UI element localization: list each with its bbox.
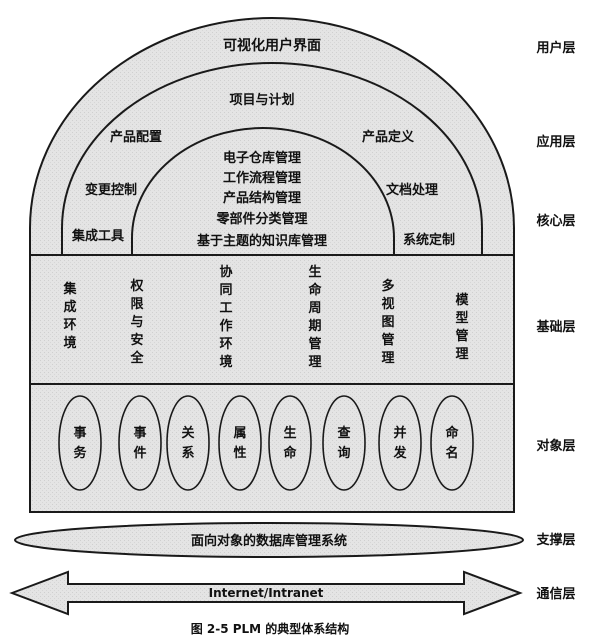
app-document-label: 文档处理	[386, 182, 438, 198]
object-oval-7	[378, 395, 422, 491]
core-item-4: 零部件分类管理	[215, 211, 307, 227]
core-item-2: 工作流程管理	[223, 170, 301, 186]
app-change-label: 变更控制	[85, 182, 137, 198]
object-oval-5	[268, 395, 312, 491]
object-oval-label-7: 并发	[392, 425, 407, 461]
foundation-column-3: 协同工作环境	[219, 264, 232, 370]
object-oval-label-6: 查询	[336, 425, 351, 461]
foundation-column-5: 多视图管理	[381, 278, 394, 366]
app-project-label: 项目与计划	[229, 92, 294, 108]
layer-user-label: 用户层	[535, 40, 575, 56]
user-interface-label: 可视化用户界面	[223, 37, 321, 54]
support-db-label: 面向对象的数据库管理系统	[191, 533, 347, 549]
object-oval-label-8: 命名	[444, 425, 459, 461]
object-oval-label-3: 关系	[181, 425, 194, 461]
object-oval-label-1: 事务	[73, 425, 87, 461]
object-oval-label-4: 属性	[233, 426, 246, 461]
app-customize-label: 系统定制	[403, 232, 455, 248]
foundation-column-6: 模型管理	[455, 292, 469, 362]
object-oval-3	[166, 395, 210, 491]
foundation-column-1: 集成环境	[62, 281, 77, 351]
object-oval-2	[118, 395, 162, 491]
layer-core-label: 核心层	[536, 213, 575, 229]
foundation-column-2: 权限与安全	[129, 278, 144, 366]
support-ellipse	[14, 522, 524, 558]
layer-application-label: 应用层	[536, 134, 575, 150]
outer-dome	[29, 17, 515, 513]
foundation-columns: 集成环境 权限与安全 协同工作环境 生命周期管理 多视图管理 模型管理	[62, 264, 469, 370]
app-integration-label: 集成工具	[71, 228, 124, 244]
layer-foundation-label: 基础层	[535, 319, 575, 335]
app-config-label: 产品配置	[110, 129, 162, 145]
layer-communication-label: 通信层	[536, 586, 575, 602]
object-oval-label-2: 事件	[133, 425, 146, 461]
object-oval-8	[430, 395, 474, 491]
layer-object-label: 对象层	[536, 438, 575, 454]
figure-caption: 图 2-5 PLM 的典型体系结构	[191, 621, 350, 636]
communication-net-label: Internet/Intranet	[209, 586, 324, 600]
layer-support-label: 支撑层	[535, 532, 575, 548]
core-item-1: 电子仓库管理	[223, 150, 301, 166]
core-arch	[131, 127, 395, 255]
foundation-column-4: 生命周期管理	[307, 264, 322, 370]
app-definition-label: 产品定义	[362, 129, 415, 145]
object-oval-4	[218, 395, 262, 491]
application-arch	[61, 62, 483, 255]
object-oval-label-5: 生命	[282, 425, 297, 461]
core-item-3: 产品结构管理	[223, 190, 301, 206]
core-item-5: 基于主题的知识库管理	[196, 233, 327, 249]
object-oval-1	[58, 395, 102, 491]
communication-arrow	[9, 570, 523, 616]
object-oval-6	[322, 395, 366, 491]
